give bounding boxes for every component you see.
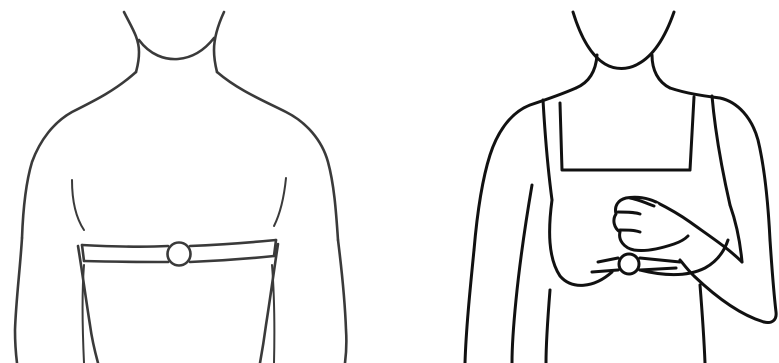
female-heart-rate-sensor-icon xyxy=(619,254,639,274)
male-heart-rate-sensor-icon xyxy=(168,243,191,266)
female-torso-figure xyxy=(465,12,776,363)
female-top-right-strap xyxy=(712,96,730,205)
male-torso-figure xyxy=(15,12,346,363)
male-left-arm-outer xyxy=(15,238,22,363)
female-left-torso-side xyxy=(546,290,550,363)
male-left-torso-side xyxy=(83,265,85,363)
female-face-outline xyxy=(573,12,674,69)
male-left-arm-inner xyxy=(78,246,98,363)
male-right-pec-line xyxy=(274,178,286,226)
female-right-torso-side xyxy=(700,285,705,363)
male-neck-left-line xyxy=(124,12,139,72)
male-neck-collar-line xyxy=(139,38,214,59)
male-right-shoulder-line xyxy=(217,72,338,240)
male-left-pec-line xyxy=(72,180,84,230)
female-right-forearm-lower xyxy=(680,260,764,322)
male-neck-right-line xyxy=(214,12,224,72)
male-left-shoulder-line xyxy=(22,72,136,238)
female-left-arm-inner xyxy=(512,185,532,363)
female-neck-right xyxy=(652,55,670,88)
female-neck-left xyxy=(576,55,597,88)
female-right-arm-upper-outer xyxy=(764,240,776,323)
female-top-neckline xyxy=(560,97,694,170)
female-top-left-strap xyxy=(543,100,552,200)
male-right-arm-outer xyxy=(338,240,346,363)
female-left-arm-outer xyxy=(465,250,474,363)
male-strap-left-end xyxy=(82,245,84,261)
